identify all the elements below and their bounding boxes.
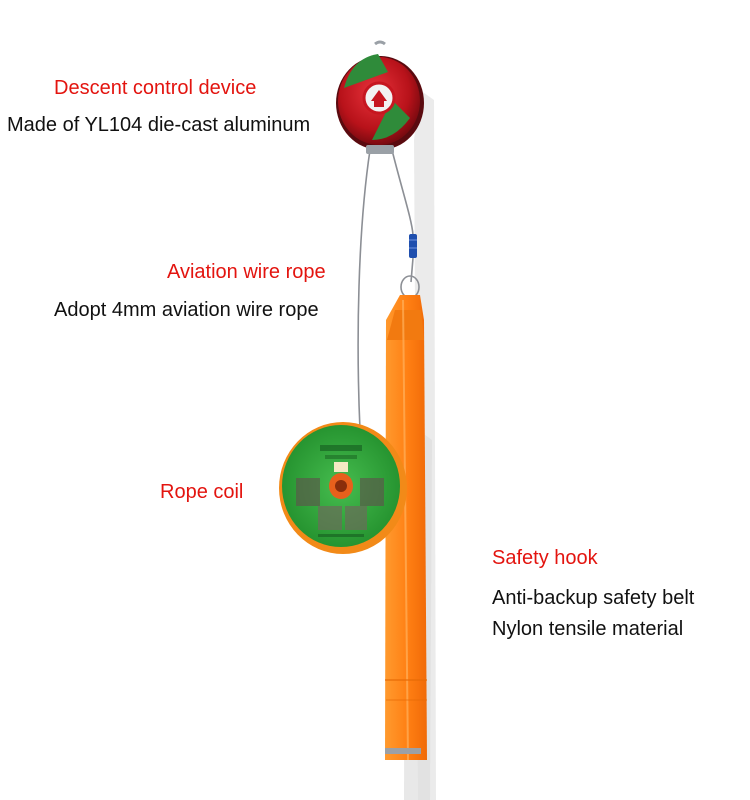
descent-control-device xyxy=(336,40,424,154)
wire-crimp xyxy=(409,234,417,258)
safety-hook-description-2: Nylon tensile material xyxy=(492,618,684,640)
aviation-wire-rope xyxy=(357,149,414,431)
descent-device-title: Descent control device xyxy=(54,77,257,99)
safety-hook-title: Safety hook xyxy=(492,547,598,569)
bottom-plate xyxy=(385,748,421,754)
rope-coil-title: Rope coil xyxy=(160,481,244,503)
safety-belt-strap xyxy=(385,295,427,761)
rope-coil xyxy=(279,422,407,554)
descent-device-description: Made of YL104 die-cast aluminum xyxy=(7,114,311,136)
safety-hook-description-1: Anti-backup safety belt xyxy=(492,587,695,609)
wire-rope-title: Aviation wire rope xyxy=(167,261,326,283)
wire-rope-description: Adopt 4mm aviation wire rope xyxy=(54,299,319,321)
